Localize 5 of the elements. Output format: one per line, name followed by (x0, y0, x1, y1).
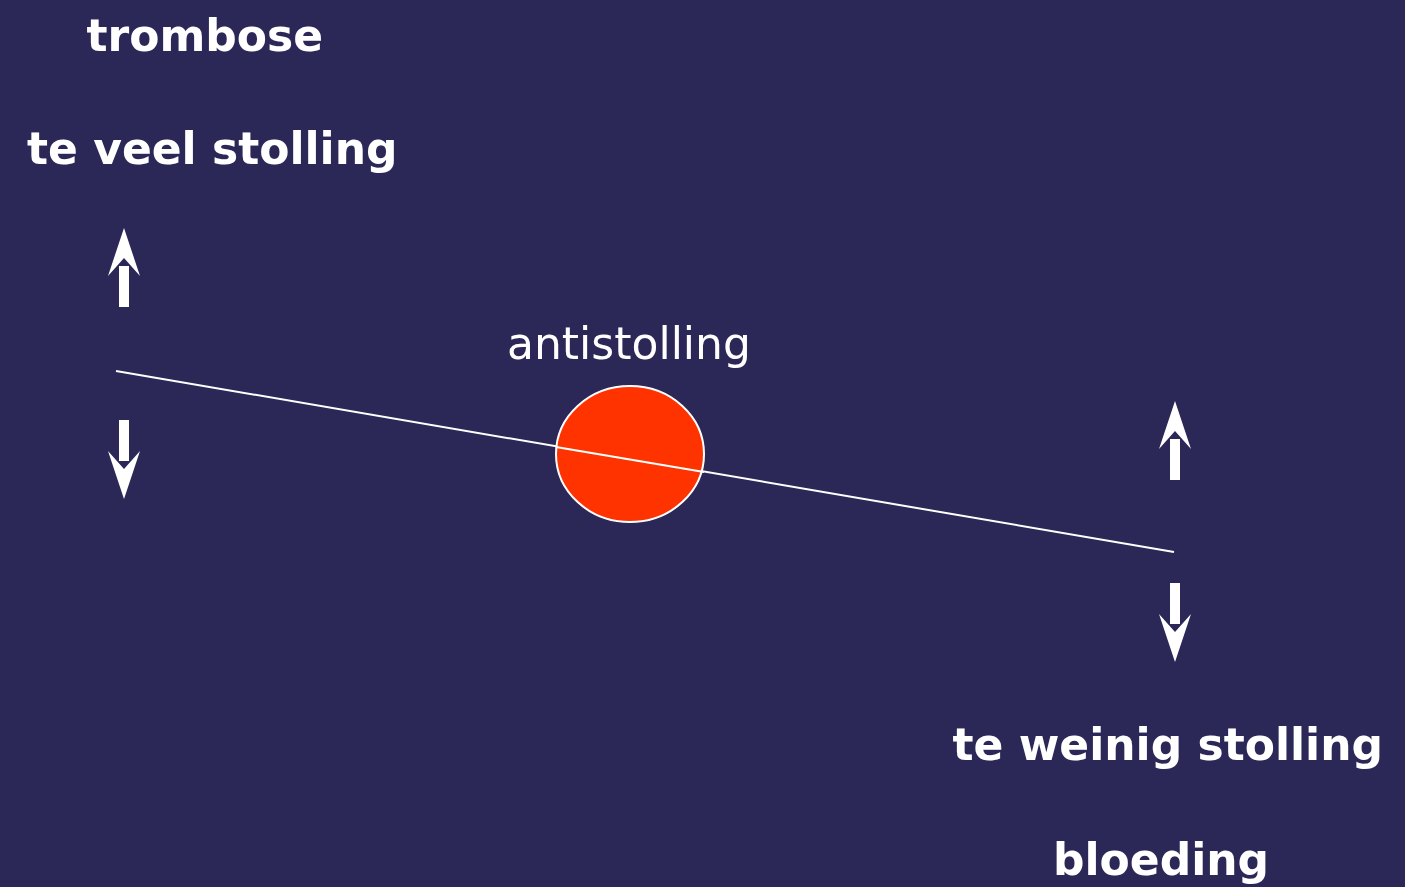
effect-label: te veel stolling (27, 127, 398, 171)
ball-label: antistolling (507, 322, 751, 366)
effect-label: te weinig stolling (952, 723, 1383, 767)
effect-label: trombose (86, 14, 324, 58)
effect-label: bloeding (1053, 838, 1270, 882)
